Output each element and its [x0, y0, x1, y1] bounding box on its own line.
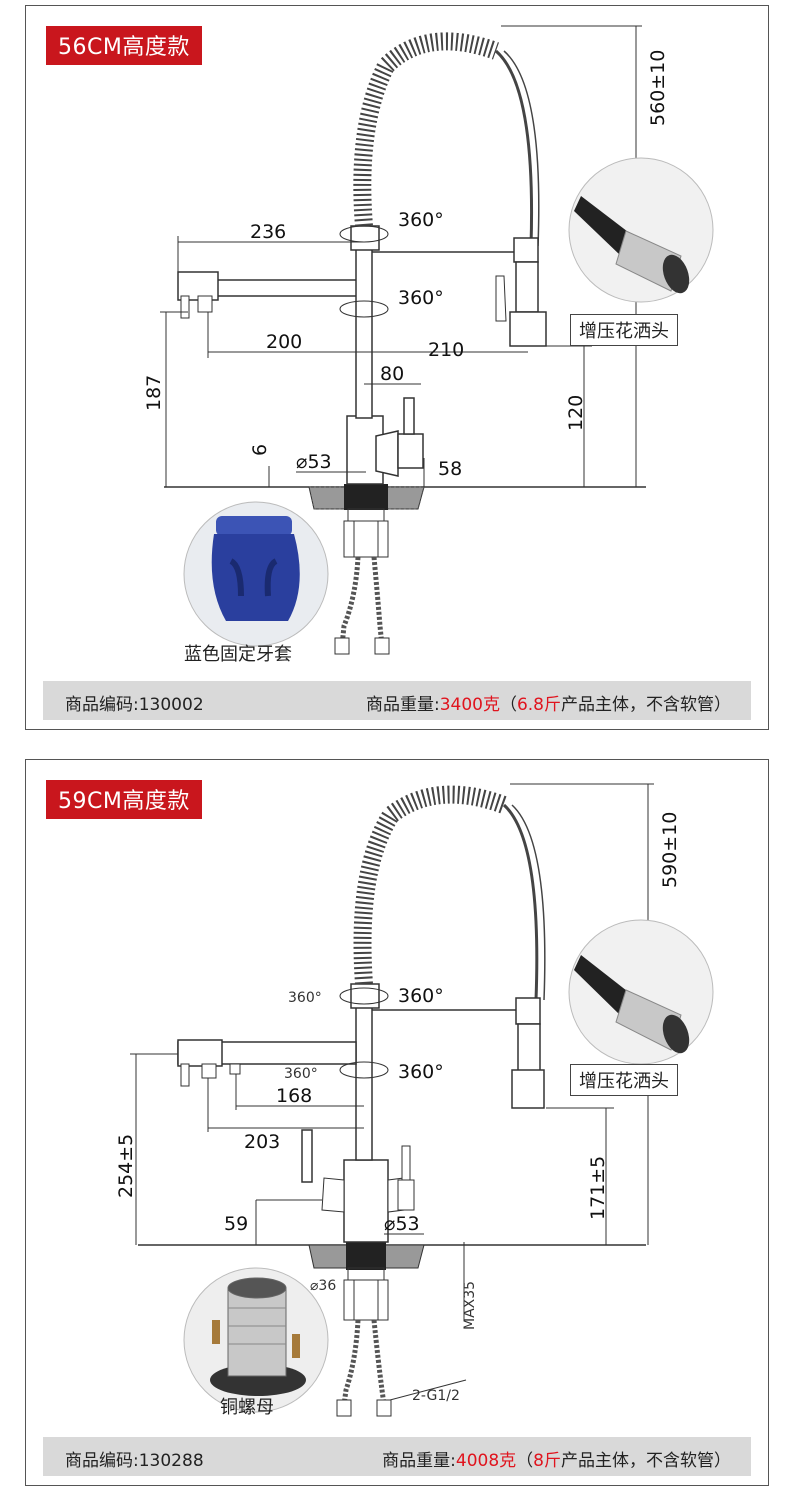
dim-base-height: 187	[143, 375, 165, 411]
model-badge: 56CM高度款	[46, 26, 202, 65]
dim-spout-reach: 236	[250, 221, 286, 243]
dim-rotation-upper: 360°	[398, 209, 444, 231]
spec-panel-56cm: 236 360° 360° 200 210 80 58 ⌀53 187 120 …	[25, 5, 769, 730]
model-badge: 59CM高度款	[46, 780, 202, 819]
dim-hose-thread: 2-G1/2	[412, 1388, 460, 1404]
weight-value: 4008克	[455, 1451, 517, 1471]
dim-spout-inner: 200	[266, 331, 302, 353]
dim-top-height: 560±10	[647, 50, 669, 126]
dim-shank-diameter: ⌀36	[310, 1278, 336, 1294]
dim-handle-offset: 80	[380, 363, 404, 385]
dim-spout-inner: 168	[276, 1085, 312, 1107]
code-label: 商品编码:	[65, 1451, 139, 1471]
product-code: 商品编码:130002	[65, 690, 204, 715]
weight-label: 商品重量:	[365, 695, 440, 715]
dim-handle-height: 58	[438, 458, 462, 480]
dim-base-diameter: ⌀53	[296, 451, 332, 473]
sprayer-label: 增压花洒头	[570, 314, 678, 346]
dim-base-diameter: ⌀53	[384, 1213, 420, 1235]
dim-max-thickness: MAX35	[462, 1281, 478, 1330]
code-label: 商品编码:	[65, 695, 139, 715]
spec-footer: 商品编码:130002 商品重量:3400克（6.8斤产品主体，不含软管）	[43, 681, 751, 720]
weight-paren: （	[516, 1451, 534, 1471]
dim-sprayer-height: 171±5	[587, 1156, 609, 1220]
dim-rotation-lower: 360°	[398, 1061, 444, 1083]
product-weight: 商品重量:4008克（8斤产品主体，不含软管）	[382, 1446, 731, 1471]
faucet-diagram-56cm: 236 360° 360° 200 210 80 58 ⌀53 187 120 …	[143, 25, 714, 655]
code-value: 130002	[138, 695, 204, 715]
weight-paren: （	[499, 695, 517, 715]
weight-note: 产品主体，不含软管）	[561, 1451, 731, 1471]
weight-value: 3400克	[439, 695, 500, 715]
part-caption: 蓝色固定牙套	[184, 644, 292, 665]
dim-rotation-lower: 360°	[398, 287, 444, 309]
code-value: 130288	[138, 1451, 204, 1471]
part-caption: 铜螺母	[220, 1397, 274, 1418]
weight-note: 产品主体，不含软管）	[561, 695, 731, 715]
dim-base-thickness: 6	[249, 444, 271, 456]
weight-jin: 6.8斤	[516, 695, 561, 715]
dim-spout-reach: 203	[244, 1131, 280, 1153]
dim-base-height: 254±5	[115, 1134, 137, 1198]
dim-rotation-mid-left: 360°	[284, 1066, 318, 1082]
faucet-diagram-59cm: 360° 360° 360° 360° 168 203 59 ⌀53 ⌀36 M…	[115, 783, 714, 1417]
product-weight: 商品重量:3400克（6.8斤产品主体，不含软管）	[366, 690, 731, 715]
dim-sprayer-height: 120	[565, 395, 587, 431]
sprayer-label: 增压花洒头	[570, 1064, 678, 1096]
dim-handle-height: 59	[224, 1213, 248, 1235]
weight-label: 商品重量:	[382, 1451, 456, 1471]
spec-panel-59cm: 360° 360° 360° 360° 168 203 59 ⌀53 ⌀36 M…	[25, 759, 769, 1486]
dim-rotation-upper: 360°	[398, 985, 444, 1007]
weight-jin: 8斤	[533, 1451, 561, 1471]
product-code: 商品编码:130288	[65, 1446, 204, 1471]
dim-top-height: 590±10	[659, 812, 681, 888]
dim-rotation-left: 360°	[288, 990, 322, 1006]
spec-footer: 商品编码:130288 商品重量:4008克（8斤产品主体，不含软管）	[43, 1437, 751, 1476]
dim-hose-reach: 210	[428, 339, 464, 361]
